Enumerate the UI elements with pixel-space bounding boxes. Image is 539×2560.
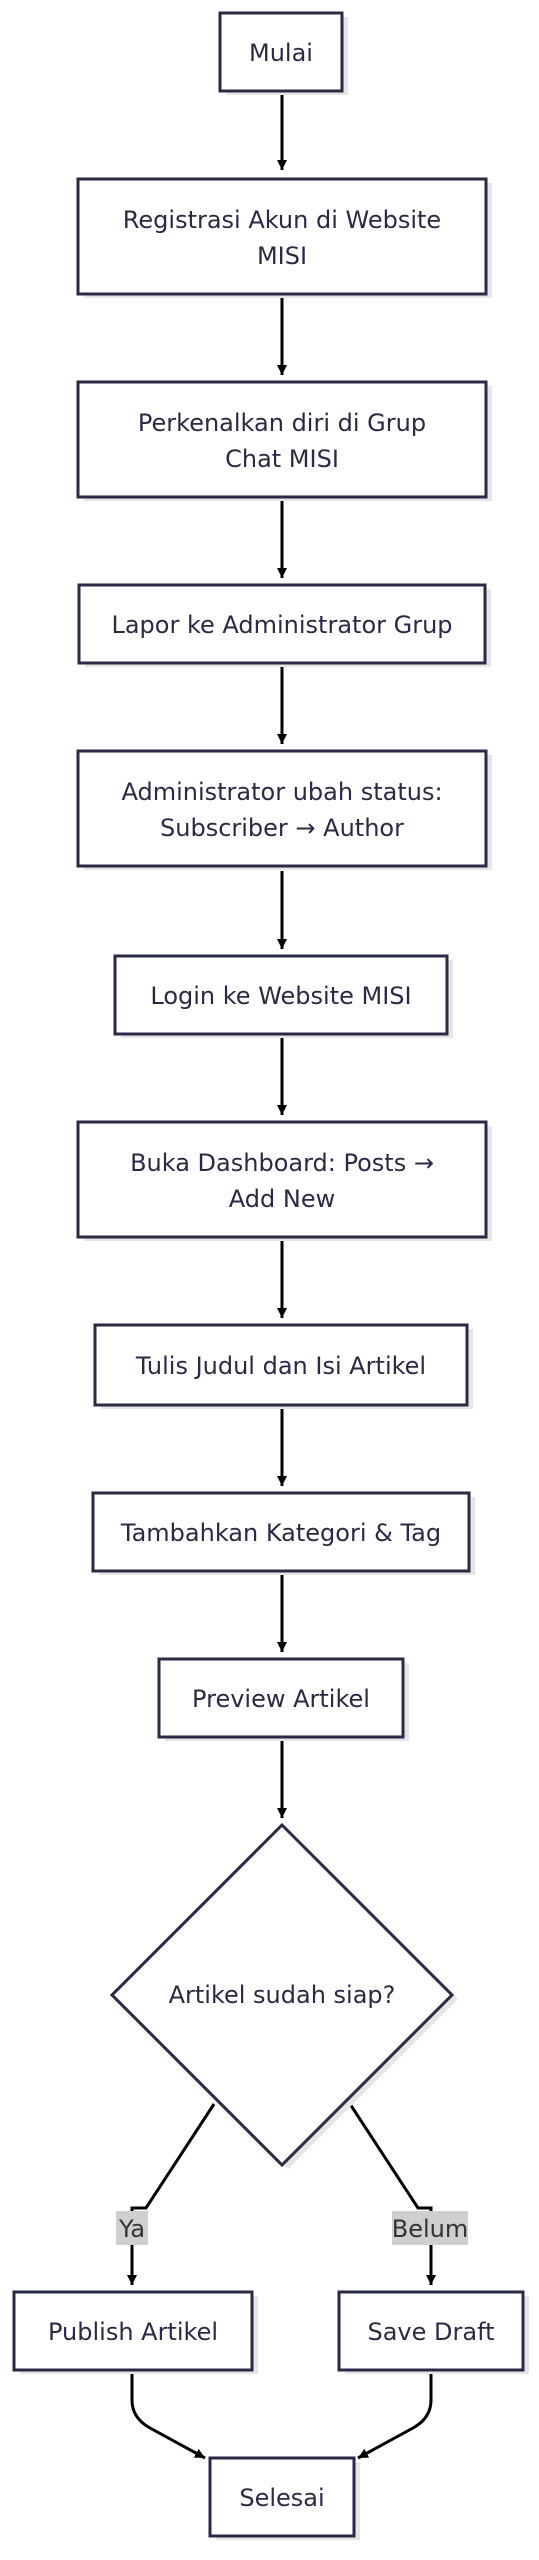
node-register: Registrasi Akun di Website MISI [76, 177, 492, 298]
edge-decision-draft [348, 2103, 436, 2285]
node-login: Login ke Website MISI [113, 954, 453, 1038]
node-admin-status: Administrator ubah status: Subscriber → … [76, 749, 492, 870]
node-end: Selesai [208, 2456, 360, 2540]
node-introduce-line2: Chat MISI [225, 445, 339, 473]
node-admin-status-line1: Administrator ubah status: [121, 778, 442, 806]
node-publish: Publish Artikel [12, 2290, 258, 2374]
node-report: Lapor ke Administrator Grup [77, 583, 491, 667]
node-admin-status-line2: Subscriber → Author [160, 814, 404, 842]
node-start-label: Mulai [249, 39, 313, 67]
node-write-label: Tulis Judul dan Isi Artikel [135, 1352, 426, 1380]
edge-label-no-bg [392, 2211, 468, 2245]
node-start: Mulai [218, 11, 348, 95]
edge-label-yes: Ya [118, 2215, 145, 2243]
node-dashboard-line2: Add New [229, 1185, 335, 1213]
node-categories: Tambahkan Kategori & Tag [91, 1491, 475, 1575]
node-dashboard-line1: Buka Dashboard: Posts → [130, 1149, 434, 1177]
edge-decision-publish [127, 2103, 216, 2285]
node-preview: Preview Artikel [157, 1657, 409, 1741]
edge-draft-end [357, 2373, 433, 2460]
node-preview-label: Preview Artikel [192, 1685, 370, 1713]
edge-label-no: Belum [392, 2215, 469, 2243]
node-introduce: Perkenalkan diri di Grup Chat MISI [76, 380, 492, 501]
node-register-line2: MISI [257, 242, 307, 270]
node-categories-label: Tambahkan Kategori & Tag [120, 1519, 441, 1547]
node-draft: Save Draft [337, 2290, 529, 2374]
edge-label-yes-group: Ya [116, 2211, 148, 2245]
node-write: Tulis Judul dan Isi Artikel [93, 1323, 473, 1409]
edge-label-no-group: Belum [392, 2211, 469, 2245]
node-draft-label: Save Draft [367, 2318, 494, 2346]
node-dashboard: Buka Dashboard: Posts → Add New [76, 1120, 492, 1241]
node-register-line1: Registrasi Akun di Website [123, 206, 441, 234]
edge-label-yes-bg [116, 2211, 148, 2245]
node-decision: Artikel sudah siap? [109, 1822, 458, 2169]
node-publish-label: Publish Artikel [48, 2318, 218, 2346]
node-login-label: Login ke Website MISI [150, 982, 411, 1010]
edges [127, 92, 436, 2460]
node-decision-label: Artikel sudah siap? [169, 1981, 396, 2009]
node-introduce-line1: Perkenalkan diri di Grup [138, 409, 426, 437]
node-report-label: Lapor ke Administrator Grup [111, 611, 452, 639]
edge-publish-end [130, 2373, 206, 2460]
node-end-label: Selesai [239, 2484, 324, 2512]
